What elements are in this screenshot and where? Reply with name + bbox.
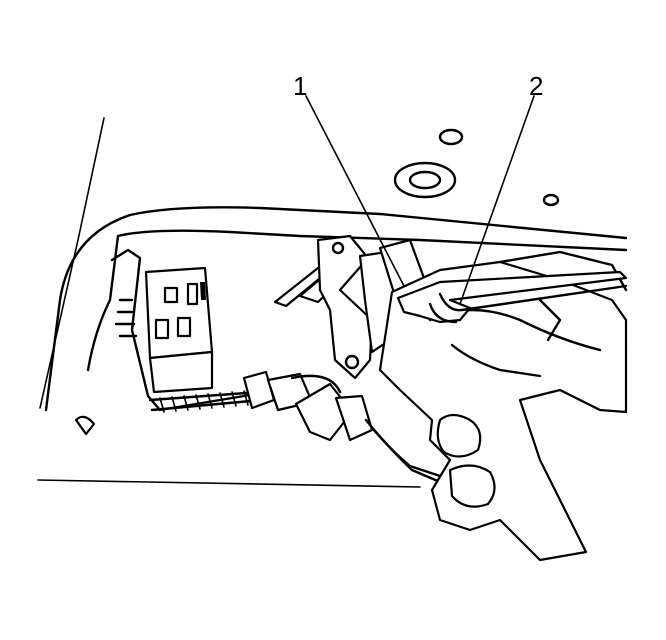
- connector-block: [144, 266, 214, 394]
- floor-line: [37, 479, 421, 488]
- pigtail-connectors: [242, 370, 442, 484]
- leader-line-1: [305, 95, 405, 287]
- removal-tool: [396, 270, 628, 324]
- wiring-harness: [110, 248, 272, 413]
- technician-hand: [378, 260, 628, 562]
- opening-inner-edge: [116, 229, 628, 252]
- leader-line-2: [459, 95, 535, 305]
- panel-holes: [74, 128, 560, 436]
- callout-2: 2: [529, 71, 544, 101]
- callout-1: 1: [293, 71, 308, 101]
- opening-outline: [44, 206, 628, 412]
- opening-lower-lip: [86, 234, 120, 372]
